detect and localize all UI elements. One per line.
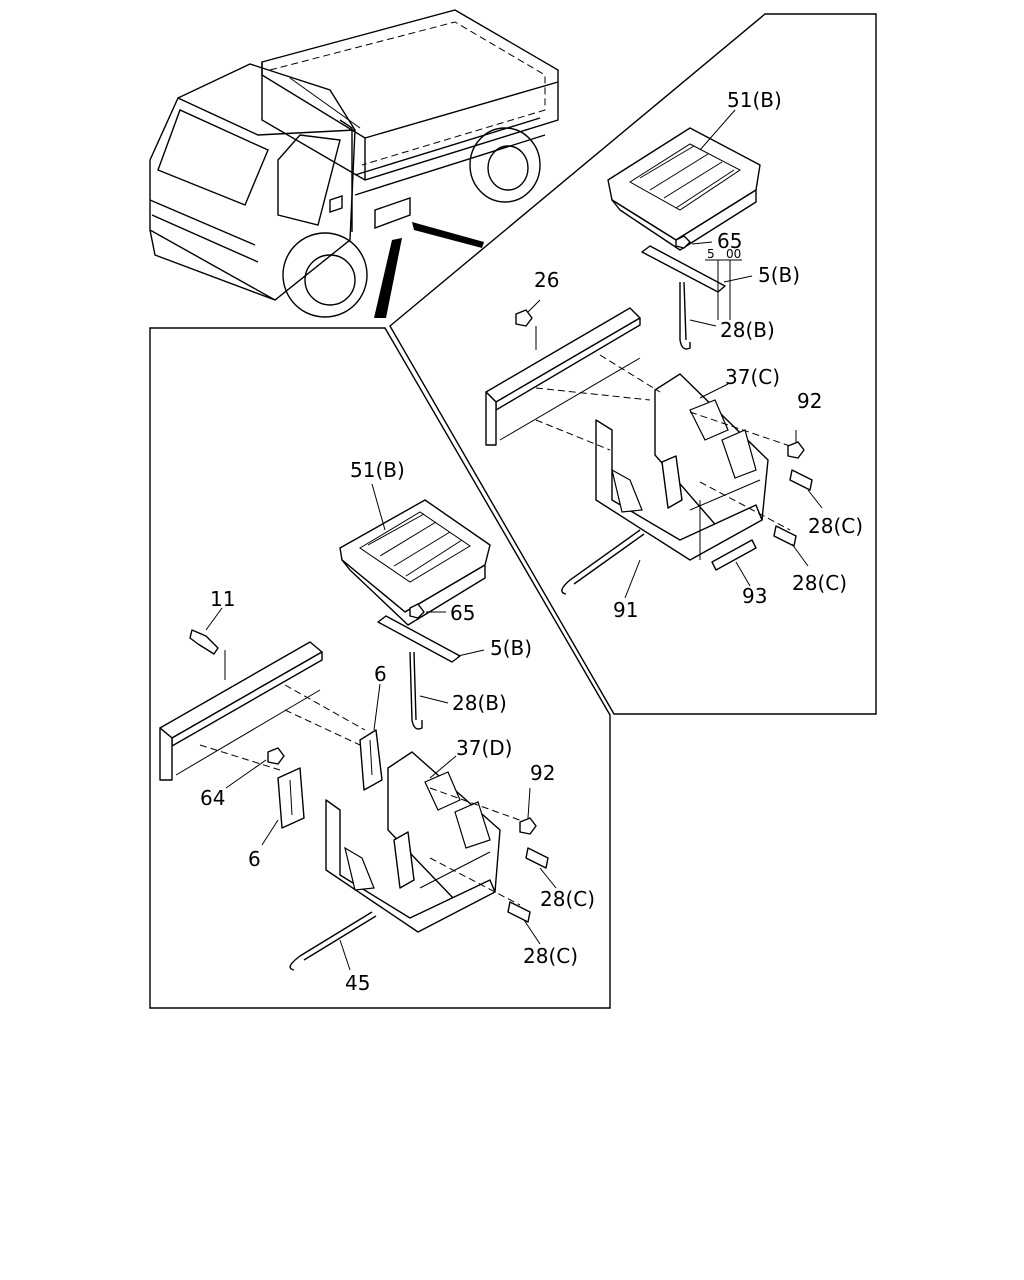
callout-65-lower: 65 (450, 601, 475, 625)
callout-93: 93 (742, 584, 767, 608)
callout-37d: 37(D) (456, 736, 512, 760)
callout-28b-upper: 28(B) (720, 318, 775, 342)
callout-65-upper: 65 (717, 229, 742, 253)
callout-28c-lower-b: 28(C) (523, 944, 578, 968)
callout-92-upper: 92 (797, 389, 822, 413)
dimension-00: 00 (726, 247, 741, 261)
nut-92-lower (519, 817, 537, 835)
clamp-lower (377, 615, 461, 663)
truck-illustration (149, 9, 559, 318)
lower-detail-frame (149, 327, 611, 1009)
callout-28b-lower: 28(B) (452, 691, 507, 715)
lower-assembly (159, 483, 557, 971)
callout-26: 26 (534, 268, 559, 292)
callout-91: 91 (613, 598, 638, 622)
bolt-28c-upper-b (773, 525, 797, 547)
nut-92-upper (787, 441, 805, 459)
callout-6-top: 6 (374, 662, 387, 686)
callout-37c: 37(C) (725, 365, 780, 389)
bracket-37d (325, 751, 501, 933)
upper-assembly (485, 109, 823, 599)
nut-26 (515, 309, 533, 327)
callout-28c-upper-b: 28(C) (792, 571, 847, 595)
callout-28c-lower-a: 28(C) (540, 887, 595, 911)
bolt-28c-upper-a (789, 469, 813, 491)
rod-28b-upper (679, 282, 691, 350)
callout-5b-upper: 5(B) (758, 263, 800, 287)
frame-rail-lower (159, 641, 323, 781)
callout-5b-lower: 5(B) (490, 636, 532, 660)
frame-rail-upper (485, 307, 641, 446)
bolt-11 (189, 629, 219, 655)
nut-64 (267, 747, 285, 765)
pipe-93 (711, 539, 757, 571)
nut-65-upper (675, 235, 691, 249)
upper-detail-frame (389, 13, 877, 715)
callout-28c-upper-a: 28(C) (808, 514, 863, 538)
battery-upper (607, 127, 761, 251)
rod-28b-lower (409, 651, 423, 730)
callout-6-bottom: 6 (248, 847, 261, 871)
callout-51b-lower: 51(B) (350, 458, 405, 482)
dimension-5: 5 (707, 247, 715, 261)
bracket-37c (595, 373, 769, 561)
bolt-28c-lower-b (507, 901, 531, 923)
clamp-upper (641, 245, 726, 293)
callout-92-lower: 92 (530, 761, 555, 785)
callout-11: 11 (210, 587, 235, 611)
callout-45: 45 (345, 971, 370, 995)
rod-45 (289, 911, 373, 971)
rod-91 (561, 529, 641, 595)
bolt-28c-lower-a (525, 847, 549, 869)
callout-51b-upper: 51(B) (727, 88, 782, 112)
nut-65-lower (409, 603, 425, 619)
callout-64: 64 (200, 786, 225, 810)
